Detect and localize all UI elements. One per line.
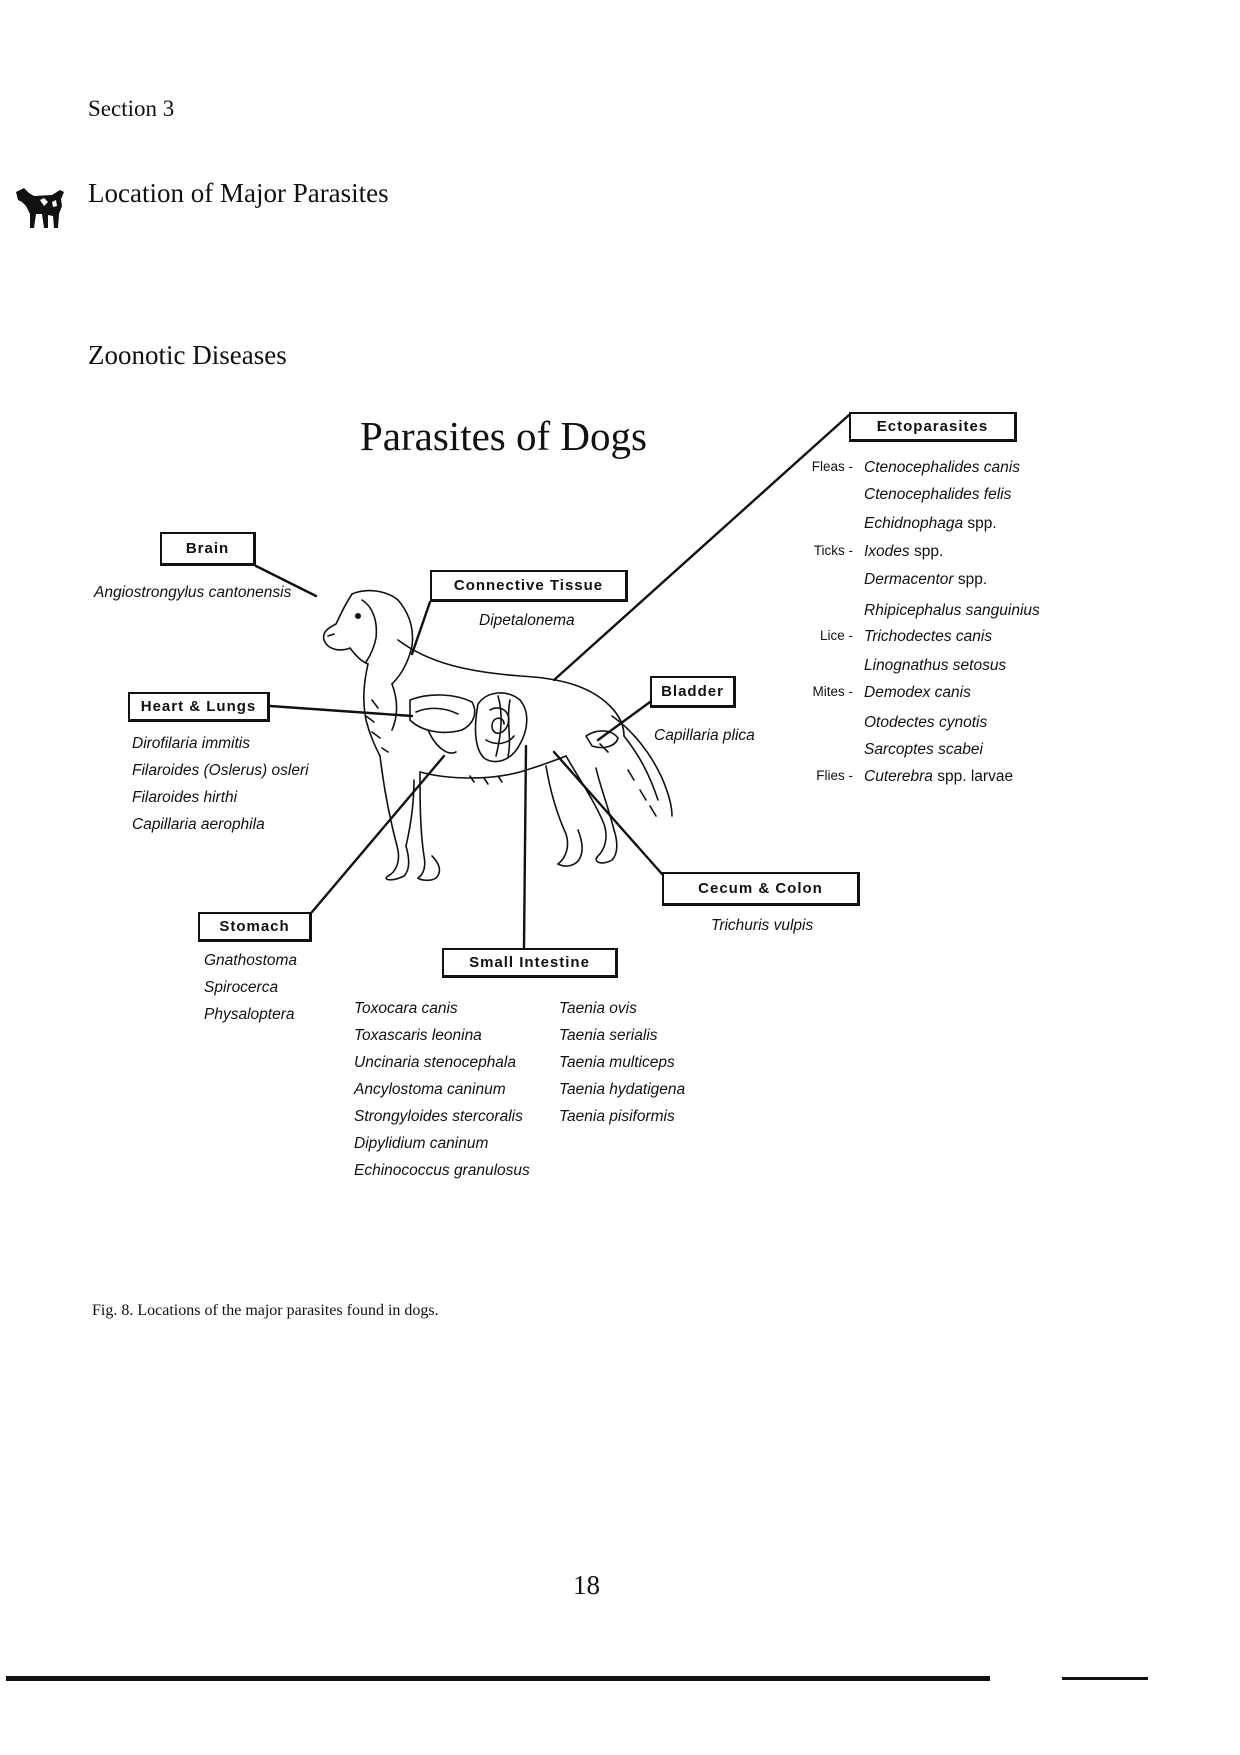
page-number: 18 <box>573 1570 600 1600</box>
ectoparasite-suffix: spp. <box>953 571 988 588</box>
connective-tissue-box: Connective Tissue <box>430 570 628 602</box>
ectoparasite-species: Ixodes <box>864 543 910 560</box>
parasite-name: Uncinaria stenocephala <box>354 1054 516 1071</box>
dog-icon <box>16 188 64 228</box>
ectoparasite-species: Sarcoptes scabei <box>864 741 983 758</box>
parasite-name: Toxascaris leonina <box>354 1027 482 1044</box>
parasite-name: Spirocerca <box>204 979 279 996</box>
ectoparasite-species: Echidnophaga <box>864 515 964 532</box>
brain-parasite-list: Angiostrongylus cantonensis <box>94 579 291 606</box>
bladder-box: Bladder <box>650 676 736 708</box>
ectoparasites-box: Ectoparasites <box>849 412 1017 442</box>
parasite-name: Taenia pisiformis <box>559 1108 675 1125</box>
brain-box: Brain <box>160 532 256 566</box>
ectoparasite-species: Ctenocephalides felis <box>864 486 1012 503</box>
parasite-name: Angiostrongylus cantonensis <box>94 584 292 601</box>
parasite-name: Echinococcus granulosus <box>354 1162 530 1179</box>
parasite-name: Physaloptera <box>204 1006 295 1023</box>
parasite-name: Capillaria aerophila <box>132 816 265 833</box>
parasite-name: Dirofilaria immitis <box>132 735 250 752</box>
parasite-name: Ancylostoma caninum <box>354 1081 506 1098</box>
parasite-name: Toxocara canis <box>354 1000 458 1017</box>
parasite-name: Filaroides hirthi <box>132 789 238 806</box>
ectoparasite-species: Rhipicephalus sanguinius <box>864 602 1040 619</box>
ectoparasite-species: Trichodectes canis <box>864 628 993 645</box>
parasite-name: Gnathostoma <box>204 952 298 969</box>
parasite-name: Taenia ovis <box>559 1000 637 1017</box>
ectoparasite-suffix: spp. <box>909 543 944 560</box>
ectoparasite-group-label: Lice - <box>819 628 853 643</box>
ectoparasite-species: Ctenocephalides canis <box>864 459 1020 476</box>
subheading: Zoonotic Diseases <box>88 340 287 370</box>
ectoparasite-species: Demodex canis <box>864 684 971 701</box>
stomach-parasite-list: Gnathostoma Spirocerca Physaloptera <box>204 947 297 1028</box>
cecum-colon-parasite-list: Trichuris vulpis <box>711 912 813 939</box>
heart-lungs-parasite-list: Dirofilaria immitis Filaroides (Oslerus)… <box>132 730 309 838</box>
stomach-box: Stomach <box>198 912 312 942</box>
parasite-name: Capillaria plica <box>654 727 755 744</box>
ectoparasite-suffix: spp. larvae <box>932 768 1014 785</box>
parasite-name: Dipylidium caninum <box>354 1135 489 1152</box>
diagram-title: Parasites of Dogs <box>360 413 647 459</box>
connective-tissue-parasite-list: Dipetalonema <box>479 607 575 634</box>
cecum-colon-box: Cecum & Colon <box>662 872 860 906</box>
ectoparasite-group-label: Flies - <box>816 768 853 783</box>
ectoparasite-suffix: spp. <box>963 515 997 532</box>
parasite-name: Taenia hydatigena <box>559 1081 686 1098</box>
page-heading: Location of Major Parasites <box>88 178 389 208</box>
ectoparasite-group-label: Mites - <box>812 684 854 699</box>
parasite-name: Taenia multiceps <box>559 1054 675 1071</box>
small-intestine-box: Small Intestine <box>442 948 618 978</box>
parasite-name: Trichuris vulpis <box>711 917 814 934</box>
parasite-name: Strongyloides stercoralis <box>354 1108 523 1125</box>
ectoparasite-species: Cuterebra <box>864 768 933 785</box>
parasite-name: Taenia serialis <box>559 1027 658 1044</box>
small-intestine-parasite-list-1: Toxocara canis Toxascaris leonina Uncina… <box>354 995 530 1184</box>
ectoparasite-species: Otodectes cynotis <box>864 714 988 731</box>
parasite-name: Dipetalonema <box>479 612 575 629</box>
figure-caption: Fig. 8. Locations of the major parasites… <box>92 1302 439 1319</box>
ectoparasite-species: Dermacentor <box>864 571 954 588</box>
small-intestine-parasite-list-2: Taenia ovis Taenia serialis Taenia multi… <box>559 995 685 1130</box>
heart-lungs-box: Heart & Lungs <box>128 692 270 722</box>
ectoparasite-group-label: Fleas - <box>811 459 853 474</box>
ectoparasite-species: Linognathus setosus <box>864 657 1007 674</box>
parasite-name: Filaroides (Oslerus) osleri <box>132 762 309 779</box>
bladder-parasite-list: Capillaria plica <box>654 722 755 749</box>
ectoparasite-group-label: Ticks - <box>813 543 853 558</box>
section-label: Section 3 <box>88 96 175 121</box>
